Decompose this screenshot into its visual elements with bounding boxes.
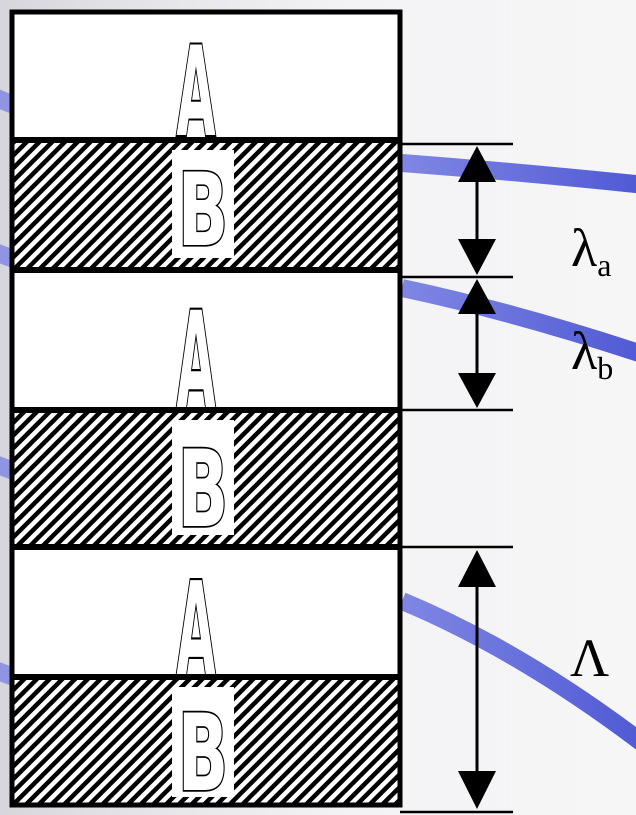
layer-4-label: B	[178, 428, 228, 551]
layer-2-label: B	[178, 153, 228, 270]
period-label: Λ	[570, 628, 609, 688]
layer-stack: A B A B A B	[9, 9, 403, 815]
layer-6-label: B	[178, 692, 228, 815]
lambda-b-label: λb	[571, 321, 613, 386]
layer-6-label-bg	[172, 687, 234, 797]
dimension-labels: λa λb Λ	[570, 218, 613, 688]
layer-1-label: A	[176, 21, 215, 165]
layer-5-label: A	[176, 556, 215, 706]
layer-2-label-bg	[172, 150, 234, 258]
lambda-a-label: λa	[571, 218, 611, 283]
period-arrow	[458, 550, 496, 809]
layer-5-a	[12, 547, 400, 677]
lambda-a-arrow	[458, 146, 496, 275]
beam-right-2	[400, 279, 636, 362]
layer-3-label: A	[176, 283, 215, 439]
beam-right-3	[398, 592, 636, 750]
layer-4-label-bg	[172, 420, 234, 535]
layer-3-a	[12, 270, 400, 410]
layer-1-a	[12, 12, 400, 140]
lambda-b-arrow	[458, 279, 496, 408]
dimension-markers	[400, 142, 513, 814]
beam-right-1	[401, 154, 636, 194]
